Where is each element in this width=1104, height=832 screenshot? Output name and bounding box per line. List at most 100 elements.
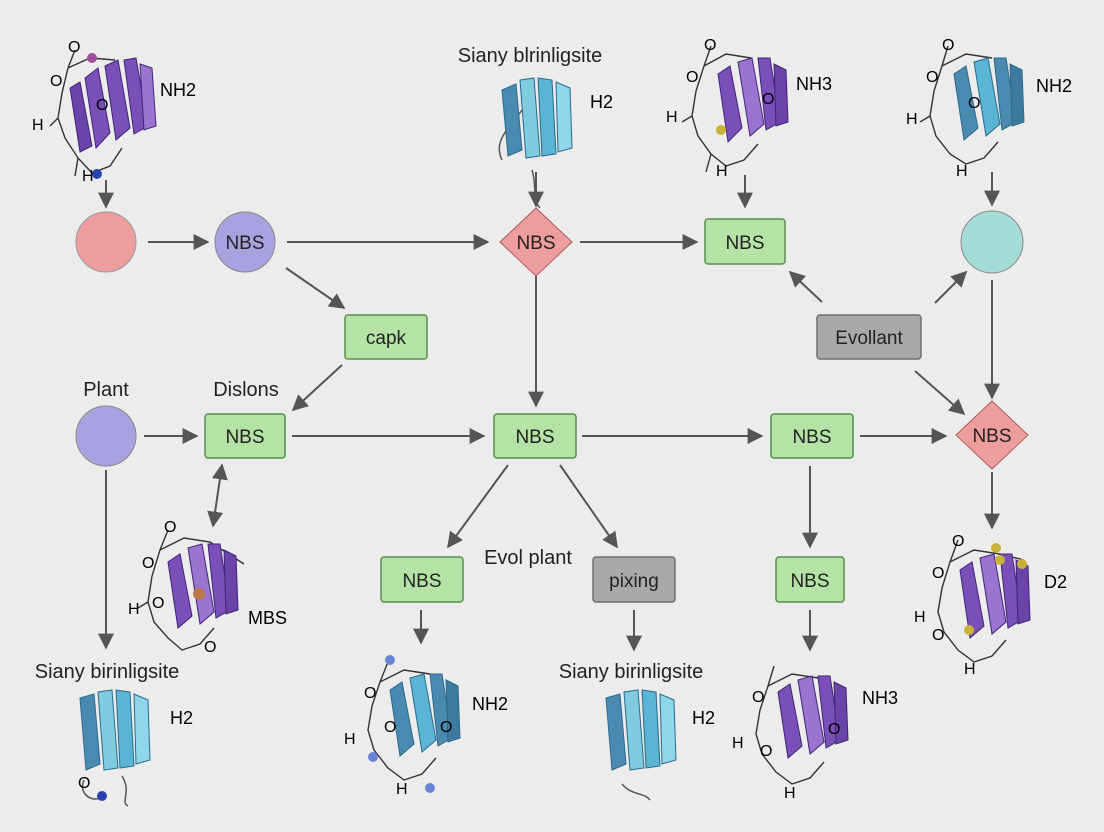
mol-1-c: O bbox=[96, 97, 108, 114]
pink-circle-node[interactable] bbox=[75, 211, 137, 273]
mol-10-b: O bbox=[932, 565, 944, 582]
pixing-node[interactable]: pixing bbox=[592, 556, 676, 603]
mol-1-a: O bbox=[68, 39, 80, 56]
nbs-row2-left-label: NBS bbox=[225, 427, 264, 448]
diamond-top-label: NBS bbox=[516, 233, 555, 254]
diamond-right-shape bbox=[955, 400, 1029, 470]
plant-circle-node[interactable] bbox=[75, 405, 137, 467]
label-bottom-left: Siany birinligsite bbox=[35, 661, 180, 683]
nbs-row2-right-node[interactable]: NBS bbox=[770, 413, 854, 459]
edge-nbs-row2-left-m5-bidirectional bbox=[207, 463, 228, 528]
atom-dot-3 bbox=[716, 125, 726, 135]
nbs-row2-mid-node[interactable]: NBS bbox=[493, 413, 577, 459]
mol-4-e: H bbox=[956, 163, 968, 180]
nbs-circle-node[interactable]: NBS bbox=[214, 211, 276, 273]
atom-dot-10d bbox=[964, 625, 974, 635]
nbs-bottom-right-node[interactable]: NBS bbox=[775, 556, 845, 603]
mol-9-e: H bbox=[784, 785, 796, 802]
mol-4-c: O bbox=[968, 95, 980, 112]
skeleton-7 bbox=[367, 661, 437, 781]
mol-9-a: O bbox=[752, 689, 764, 706]
protein-illustration-4: O O O H H NH2 bbox=[906, 37, 1072, 180]
protein-illustration-9: O O O H H NH3 bbox=[732, 665, 898, 802]
atom-dot-6 bbox=[97, 791, 107, 801]
mol-10-f: D2 bbox=[1044, 572, 1067, 592]
mol-7-e: H bbox=[396, 781, 408, 798]
nbs-top-right-box bbox=[704, 218, 786, 265]
mol-3-d: H bbox=[666, 109, 678, 126]
atom-dot-5 bbox=[193, 588, 205, 600]
mol-5-f: MBS bbox=[248, 608, 287, 628]
mol-6-f: H2 bbox=[170, 708, 193, 728]
nbs-row2-mid-box bbox=[493, 413, 577, 459]
strands-1 bbox=[69, 57, 157, 153]
label-dislons: Dislons bbox=[213, 379, 279, 401]
mol-3-c: O bbox=[762, 91, 774, 108]
mol-3-b: O bbox=[686, 69, 698, 86]
teal-circle-node[interactable] bbox=[960, 210, 1024, 274]
nbs-top-right-label: NBS bbox=[725, 233, 764, 254]
capk-node[interactable]: capk bbox=[344, 314, 428, 360]
nbs-top-right-node[interactable]: NBS bbox=[704, 218, 786, 265]
atom-dot-7a bbox=[385, 655, 395, 665]
nbs-row2-mid-label: NBS bbox=[515, 427, 554, 448]
protein-illustration-6: O H2 bbox=[78, 689, 193, 807]
nbs-row2-left-node[interactable]: NBS bbox=[204, 413, 286, 459]
nodes: NBS NBS NBS capk Evollant NBS NB bbox=[75, 207, 1029, 603]
free-labels: Siany blrinligsite Plant Dislons Evol pl… bbox=[35, 45, 704, 683]
capk-box bbox=[344, 314, 428, 360]
pixing-box bbox=[592, 556, 676, 603]
mol-9-b: O bbox=[828, 721, 840, 738]
mol-1-e: H bbox=[82, 168, 94, 185]
mol-10-e: H bbox=[964, 661, 976, 678]
plant-circle-shape bbox=[75, 405, 137, 467]
edge-evollant-to-diamond-right bbox=[914, 370, 966, 416]
edge-nbs-circle-to-capk bbox=[285, 267, 346, 309]
strands-9 bbox=[777, 675, 849, 759]
atom-dot-10b bbox=[995, 555, 1005, 565]
label-title-top: Siany blrinligsite bbox=[458, 45, 603, 67]
mol-2-f: H2 bbox=[590, 92, 613, 112]
label-evol-plant: Evol plant bbox=[484, 547, 572, 569]
strands-8 bbox=[605, 689, 677, 771]
atom-dot-7c bbox=[425, 783, 435, 793]
edge-evollant-to-teal-circle bbox=[934, 270, 968, 304]
mol-5-a: O bbox=[164, 519, 176, 536]
atom-dot-10a bbox=[991, 543, 1001, 553]
nbs-bottom-right-label: NBS bbox=[790, 571, 829, 592]
mol-7-c: O bbox=[384, 719, 396, 736]
nbs-row2-right-box bbox=[770, 413, 854, 459]
nbs-bottom-left-node[interactable]: NBS bbox=[380, 556, 464, 603]
diamond-right-label: NBS bbox=[972, 426, 1011, 447]
atom-dot-1a bbox=[87, 53, 97, 63]
nbs-circle-label: NBS bbox=[225, 233, 264, 254]
mol-4-d: H bbox=[906, 111, 918, 128]
nbs-row2-right-label: NBS bbox=[792, 427, 831, 448]
edges bbox=[98, 172, 1000, 652]
edge-nbs-row2-mid-to-nbs-bottom-left bbox=[447, 464, 509, 549]
nbs-row2-left-box bbox=[204, 413, 286, 459]
mol-8-f: H2 bbox=[692, 708, 715, 728]
mol-9-d: H bbox=[732, 735, 744, 752]
atom-dot-10c bbox=[1017, 559, 1027, 569]
mol-1-b: O bbox=[50, 73, 62, 90]
label-bottom-mid: Siany birinligsite bbox=[559, 661, 704, 683]
strands-7 bbox=[389, 673, 461, 757]
mol-1-d: H bbox=[32, 117, 44, 134]
diamond-top-node[interactable]: NBS bbox=[499, 207, 573, 277]
mol-7-f: NH2 bbox=[472, 694, 508, 714]
evollant-box bbox=[816, 314, 922, 360]
protein-illustration-8: H2 bbox=[605, 689, 715, 801]
nbs-bottom-left-label: NBS bbox=[402, 571, 441, 592]
protein-illustration-1: O O O H H NH2 bbox=[32, 39, 196, 185]
mol-7-d: H bbox=[344, 731, 356, 748]
mol-5-c: O bbox=[152, 595, 164, 612]
pixing-label: pixing bbox=[609, 571, 659, 592]
loop-8 bbox=[621, 783, 651, 801]
strands-6 bbox=[79, 689, 151, 771]
strands-3 bbox=[717, 57, 789, 144]
diamond-right-node[interactable]: NBS bbox=[955, 400, 1029, 470]
mol-5-b: O bbox=[142, 555, 154, 572]
evollant-node[interactable]: Evollant bbox=[816, 314, 922, 360]
